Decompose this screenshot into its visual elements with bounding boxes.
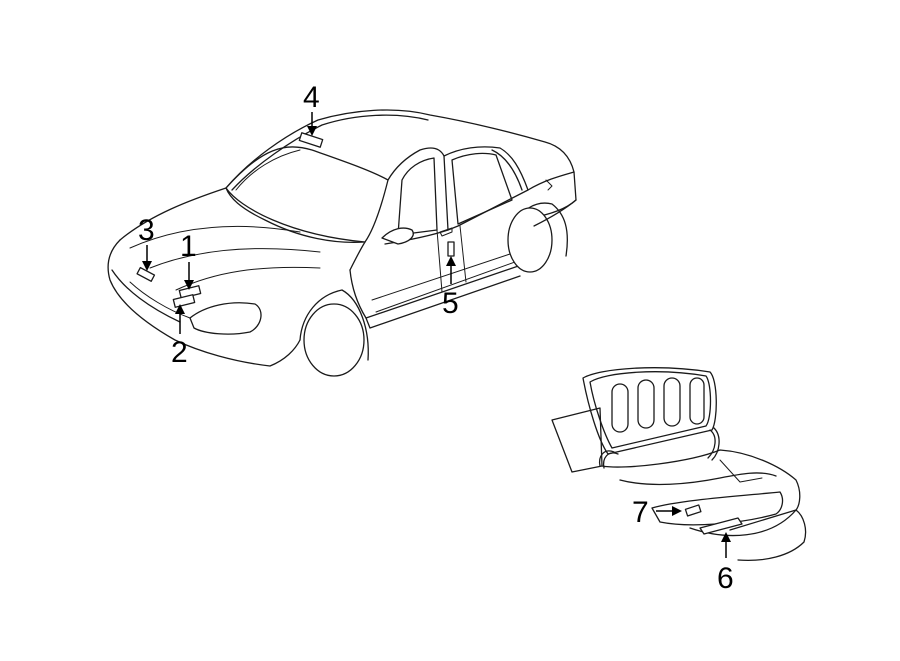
lid-rib (663, 377, 681, 427)
callout-7-arrowhead (672, 506, 682, 516)
trunk-illustration (551, 367, 807, 562)
lid-rib (637, 379, 655, 429)
callout-5-arrowhead (446, 256, 456, 266)
callout-6-number: 6 (717, 562, 734, 595)
callout-6-arrowhead (721, 532, 731, 542)
callouts: 1 2 3 4 5 6 7 (138, 81, 734, 595)
lid-rib (611, 383, 629, 433)
callout-2-number: 2 (171, 336, 188, 369)
sedan-illustration (107, 109, 577, 377)
callout-1-number: 1 (180, 230, 197, 263)
callout-3-number: 3 (138, 214, 155, 247)
roof-label (298, 132, 324, 148)
callout-5-number: 5 (442, 287, 459, 320)
callout-7-number: 7 (632, 496, 649, 529)
callout-1-arrowhead (184, 280, 194, 290)
trunk-label-6 (699, 517, 743, 535)
hood-label-2 (172, 294, 196, 308)
door-label (447, 241, 455, 257)
callout-4-number: 4 (303, 81, 320, 114)
callout-3-arrowhead (142, 261, 152, 271)
lid-rib (689, 377, 705, 425)
callout-4-arrowhead (307, 126, 317, 136)
callout-2-arrowhead (175, 304, 185, 314)
trunk-label-7 (684, 504, 702, 517)
radiator-support-label (136, 266, 156, 282)
